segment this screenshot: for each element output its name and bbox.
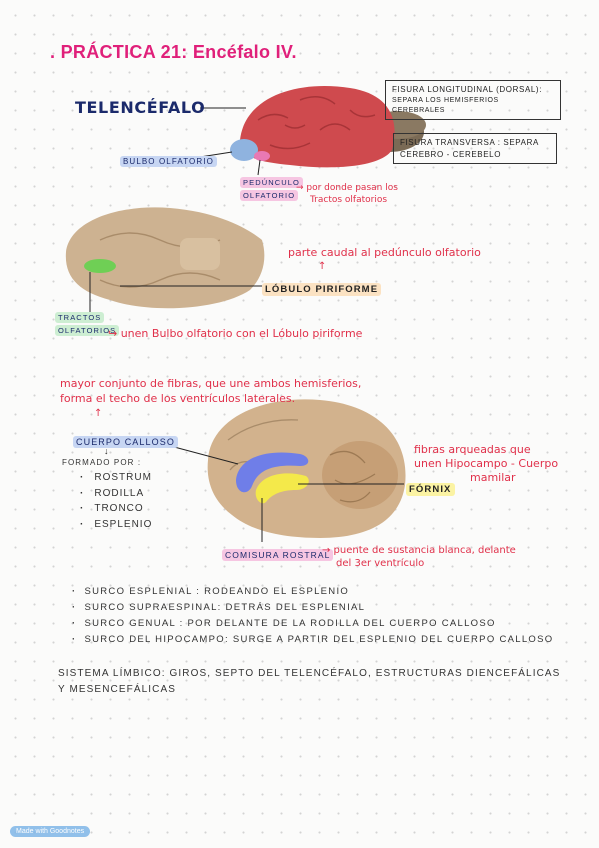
sistema-limbico-1: SISTEMA LÍMBICO: GIROS, SEPTO DEL TELENC… bbox=[58, 668, 561, 679]
fornix-note: fibras arqueadas que unen Hipocampo - Cu… bbox=[414, 443, 558, 485]
part-item: ROSTRUM bbox=[80, 470, 152, 486]
pedunculo-text-1: PEDÚNCULO bbox=[240, 177, 303, 188]
cerebellum-sagittal-shape bbox=[322, 441, 398, 509]
olfactory-bulb-shape bbox=[230, 139, 258, 161]
cc-note-1: mayor conjunto de fibras, que une ambos … bbox=[60, 377, 362, 390]
fornix-note-1: fibras arqueadas que bbox=[414, 443, 531, 456]
bulbo-olfatorio-text: BULBO OLFATORIO bbox=[120, 156, 217, 167]
ventral-brain-shape bbox=[65, 207, 265, 309]
fisura-transversa-box: FISURA TRANSVERSA : SEPARA CEREBRO - CER… bbox=[393, 133, 557, 165]
page-title: . PRÁCTICA 21: Encéfalo IV. bbox=[50, 42, 297, 62]
cc-note-2: forma el techo de los ventrículos latera… bbox=[60, 392, 296, 405]
bulbo-olfatorio-label: BULBO OLFATORIO bbox=[120, 151, 217, 169]
cuerpo-calloso-label: CUERPO CALLOSO bbox=[73, 432, 178, 450]
lobulo-piriforme-text: LÓBULO PIRIFORME bbox=[262, 283, 382, 296]
tractos-olfatorios-label: TRACTOS OLFATORIOS bbox=[55, 310, 120, 336]
comisura-note: → puente de sustancia blanca, delante de… bbox=[322, 544, 516, 570]
goodnotes-watermark: Made with Goodnotes bbox=[10, 826, 91, 837]
lobulo-piriforme-label: LÓBULO PIRIFORME bbox=[262, 279, 382, 297]
formado-por-label: FORMADO POR : bbox=[62, 458, 142, 467]
telencefalo-label: TELENCÉFALO bbox=[75, 98, 206, 117]
fornix-label: FÓRNIX bbox=[406, 479, 455, 497]
fisura-longitudinal-2: SEPARA LOS HEMISFERIOS CEREBRALES bbox=[392, 96, 499, 114]
fornix-text: FÓRNIX bbox=[406, 483, 455, 496]
pedunculo-note-1: → por donde pasan los bbox=[296, 183, 398, 193]
comisura-rostral-text: COMISURA ROSTRAL bbox=[222, 549, 334, 561]
fisura-transversa-1: FISURA TRANSVERSA : SEPARA bbox=[400, 138, 539, 147]
olfactory-peduncle-shape bbox=[254, 151, 270, 161]
surcos-list: SURCO ESPLENIAL : RODEANDO EL ESPLENIO S… bbox=[72, 584, 553, 648]
olfactory-tract-shape bbox=[84, 259, 116, 273]
surco-item: SURCO GENUAL : POR DELANTE DE LA RODILLA… bbox=[72, 616, 553, 632]
pedunculo-note-2: Tractos olfatorios bbox=[310, 195, 388, 205]
fisura-longitudinal-box: FISURA LONGITUDINAL (dorsal): SEPARA LOS… bbox=[385, 80, 561, 120]
pedunculo-olfatorio-label: PEDÚNCULO OLFATORIO bbox=[240, 175, 303, 201]
comisura-rostral-label: COMISURA ROSTRAL bbox=[222, 545, 334, 563]
pedunculo-leader bbox=[257, 159, 261, 176]
fornix-note-3: mamilar bbox=[470, 471, 516, 484]
part-item: TRONCO bbox=[80, 501, 152, 517]
tractos-note: ↪ unen Bulbo olfatorio con el Lóbulo pir… bbox=[108, 327, 363, 340]
corpus-callosum-parts-list: ROSTRUM RODILLA TRONCO ESPLENIO bbox=[80, 470, 152, 532]
brain-sagittal-illustration bbox=[147, 399, 406, 542]
cuerpo-calloso-note: mayor conjunto de fibras, que une ambos … bbox=[60, 376, 361, 406]
caudal-note: parte caudal al pedúnculo olfatorio bbox=[288, 246, 481, 259]
pedunculo-text-2: OLFATORIO bbox=[240, 190, 299, 201]
pedunculo-note: → por donde pasan los Tractos olfatorios bbox=[296, 182, 398, 206]
caudal-arrow: ↑ bbox=[318, 261, 327, 272]
sistema-limbico-2: Y MESENCEFÁLICAS bbox=[58, 684, 177, 695]
tractos-text-1: TRACTOS bbox=[55, 312, 105, 323]
brain-lateral-illustration bbox=[230, 85, 426, 168]
fornix-shape bbox=[255, 473, 309, 504]
corpus-callosum-shape bbox=[236, 452, 309, 493]
part-item: ESPLENIO bbox=[80, 517, 152, 533]
brain-ventral-illustration bbox=[65, 207, 265, 318]
sistema-limbico: SISTEMA LÍMBICO: GIROS, SEPTO DEL TELENC… bbox=[58, 666, 560, 698]
comisura-note-1: → puente de sustancia blanca, delante bbox=[322, 545, 516, 556]
comisura-note-2: del 3er ventrículo bbox=[336, 558, 425, 569]
surco-item: SURCO SUPRAESPINAL: DETRÁS DEL ESPLENIAL bbox=[72, 600, 553, 616]
surco-item: SURCO DEL HIPOCAMPO: SURGE A PARTIR DEL … bbox=[72, 632, 553, 648]
fornix-note-2: unen Hipocampo - Cuerpo bbox=[414, 457, 559, 470]
surco-item: SURCO ESPLENIAL : RODEANDO EL ESPLENIO bbox=[72, 584, 553, 600]
fisura-longitudinal-1: FISURA LONGITUDINAL (dorsal): bbox=[392, 85, 543, 94]
part-item: RODILLA bbox=[80, 486, 152, 502]
tractos-text-2: OLFATORIOS bbox=[55, 325, 120, 336]
formado-arrow: ↓ bbox=[104, 446, 109, 456]
cuerpo-calloso-text: CUERPO CALLOSO bbox=[73, 436, 178, 448]
fisura-transversa-2: CEREBRO - CEREBELO bbox=[400, 149, 502, 159]
cc-arrow: ↑ bbox=[94, 408, 103, 419]
